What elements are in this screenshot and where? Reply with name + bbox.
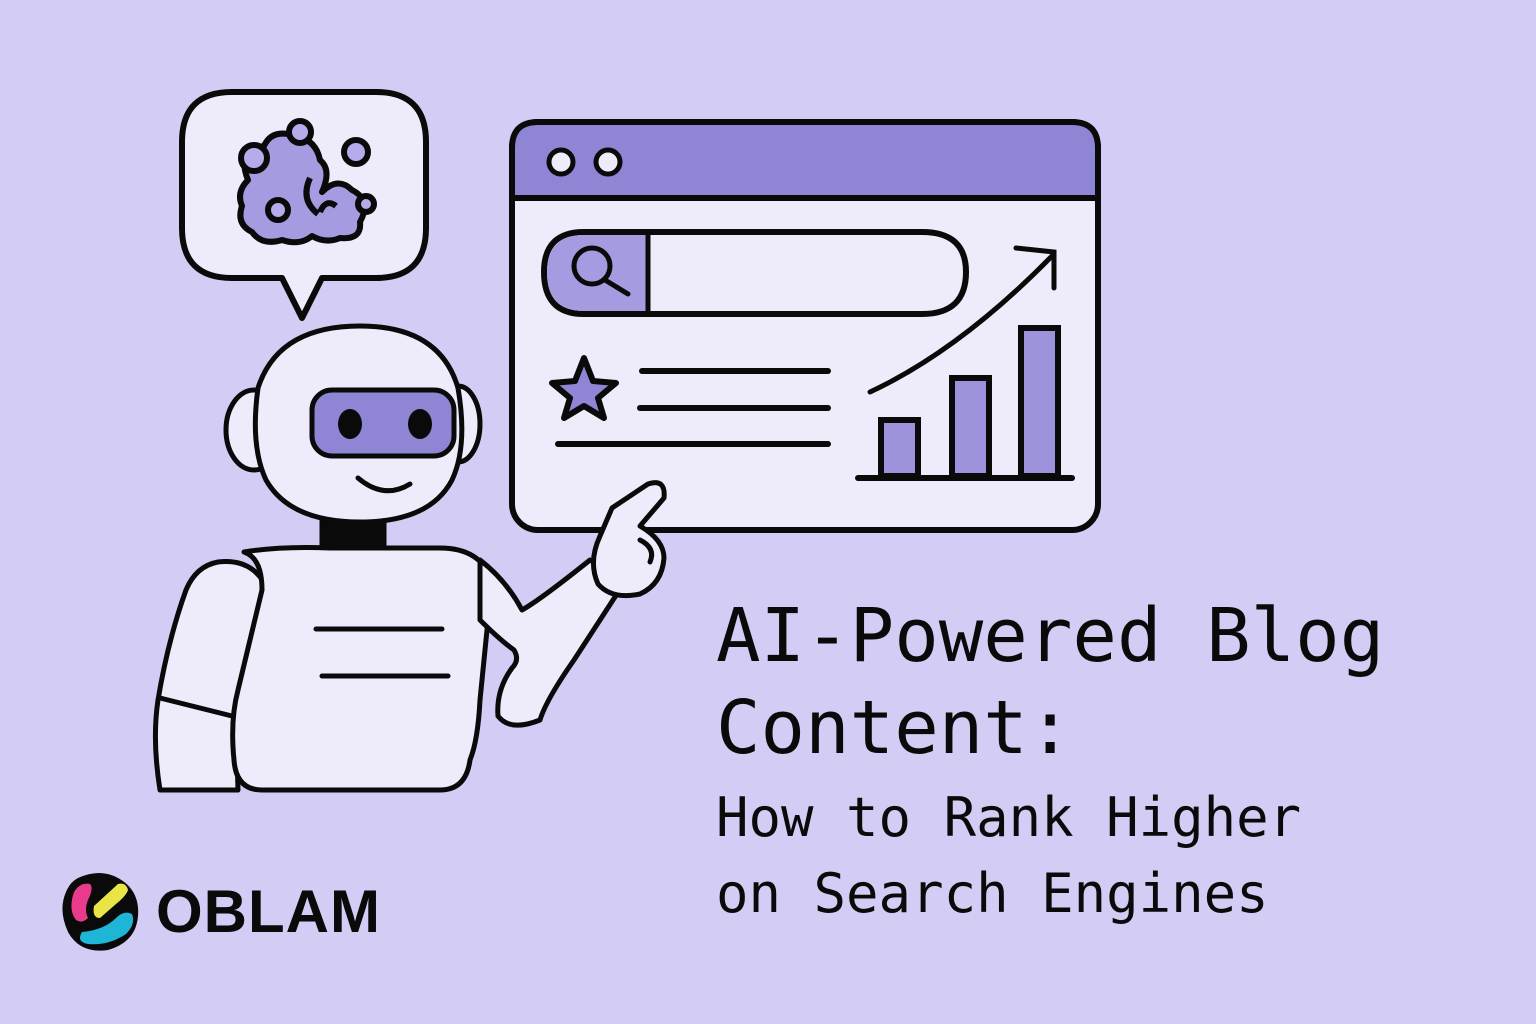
brain-icon: [237, 118, 377, 246]
subtitle-line-2: on Search Engines: [716, 862, 1269, 925]
pointing-hand-icon: [591, 480, 667, 599]
browser-window-icon: [509, 119, 1101, 533]
bar-chart-icon: [855, 325, 1075, 481]
star-icon: [549, 355, 619, 421]
subtitle-line-1: How to Rank Higher: [716, 786, 1302, 849]
brand-name: OBLAM: [156, 877, 381, 945]
robot-character: [152, 323, 667, 793]
search-icon: [571, 245, 631, 297]
trending-up-arrow-icon: [867, 245, 1057, 395]
window-dot-icon: [546, 147, 576, 177]
hero-title: AI-Powered Blog Content:: [716, 590, 1384, 774]
oblam-logo-icon: [62, 873, 139, 951]
window-dot-icon: [593, 147, 623, 177]
title-line-1: AI-Powered Blog: [716, 593, 1385, 679]
hero-subtitle: How to Rank Higher on Search Engines: [716, 780, 1301, 932]
title-line-2: Content:: [716, 685, 1073, 771]
search-bar: [540, 229, 970, 317]
brand-logo[interactable]: OBLAM: [60, 870, 381, 952]
